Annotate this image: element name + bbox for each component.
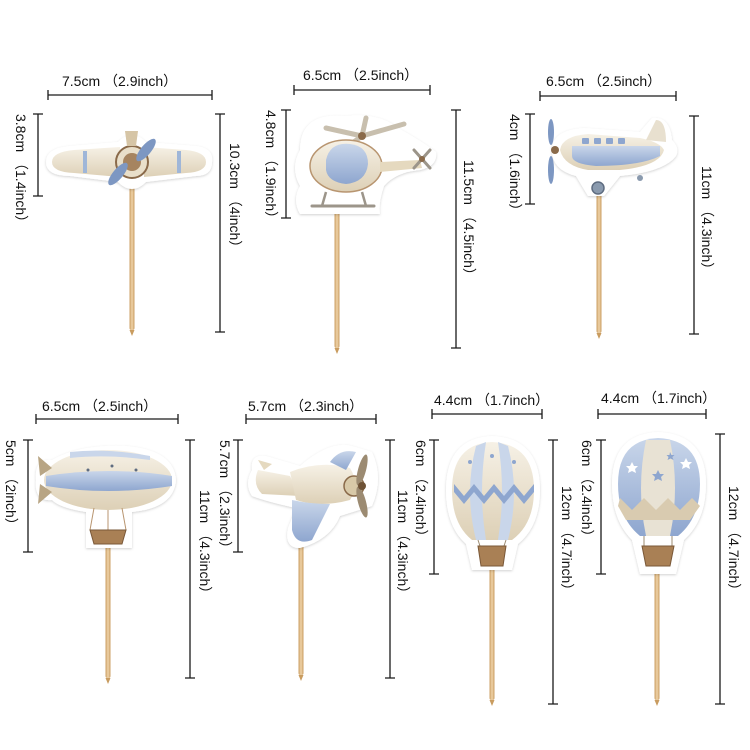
topper-plane-angled <box>248 444 378 681</box>
width-label-helicopter: 6.5cm （2.5inch） <box>303 67 419 83</box>
hot-air-balloon-icon <box>612 432 706 706</box>
topper-balloon-stars <box>612 432 706 706</box>
topper-helicopter <box>295 115 437 354</box>
total-height-label-balloon-striped: 12cm （4.7inch） <box>559 486 575 598</box>
width-label-balloon-striped: 4.4cm （1.7inch） <box>434 392 550 408</box>
total-height-label-plane-propeller: 10.3cm （4inch） <box>227 143 243 255</box>
dimension-lines <box>23 85 725 705</box>
total-height-label-balloon-stars: 12cm （4.7inch） <box>726 486 742 598</box>
total-height-label-plane-angled: 11cm （4.3inch） <box>395 490 411 601</box>
height-label-helicopter: 4.8cm （1.9inch） <box>263 110 279 226</box>
topper-plane-propeller <box>46 131 213 336</box>
total-height-label-airship: 11cm （4.3inch） <box>197 490 213 601</box>
width-label-plane-propeller: 7.5cm （2.9inch） <box>62 73 178 89</box>
hot-air-balloon-icon <box>446 436 540 706</box>
total-height-label-helicopter: 11.5cm （4.5inch） <box>461 160 477 282</box>
width-label-airship: 6.5cm （2.5inch） <box>42 398 158 414</box>
topper-plane-side <box>548 117 678 339</box>
total-height-label-plane-side: 11cm （4.3inch） <box>699 166 715 277</box>
width-label-plane-angled: 5.7cm （2.3inch） <box>248 398 364 414</box>
width-label-balloon-stars: 4.4cm （1.7inch） <box>601 390 717 406</box>
height-label-plane-side: 4cm （1.6inch） <box>507 114 523 218</box>
topper-airship <box>35 445 176 684</box>
width-label-plane-side: 6.5cm （2.5inch） <box>546 73 662 89</box>
height-label-balloon-stars: 6cm （2.4inch） <box>579 440 595 544</box>
airship-icon <box>35 445 176 684</box>
topper-balloon-striped <box>446 436 540 706</box>
helicopter-icon <box>295 115 437 354</box>
height-label-balloon-striped: 6cm （2.4inch） <box>413 440 429 544</box>
height-label-plane-angled: 5.7cm （2.3inch） <box>217 440 233 556</box>
height-label-airship: 5cm （2inch） <box>3 440 19 532</box>
airplane-icon <box>548 117 678 339</box>
height-label-plane-propeller: 3.8cm （1.4inch） <box>13 114 29 230</box>
airplane-icon <box>46 131 213 336</box>
airplane-icon <box>248 444 378 681</box>
